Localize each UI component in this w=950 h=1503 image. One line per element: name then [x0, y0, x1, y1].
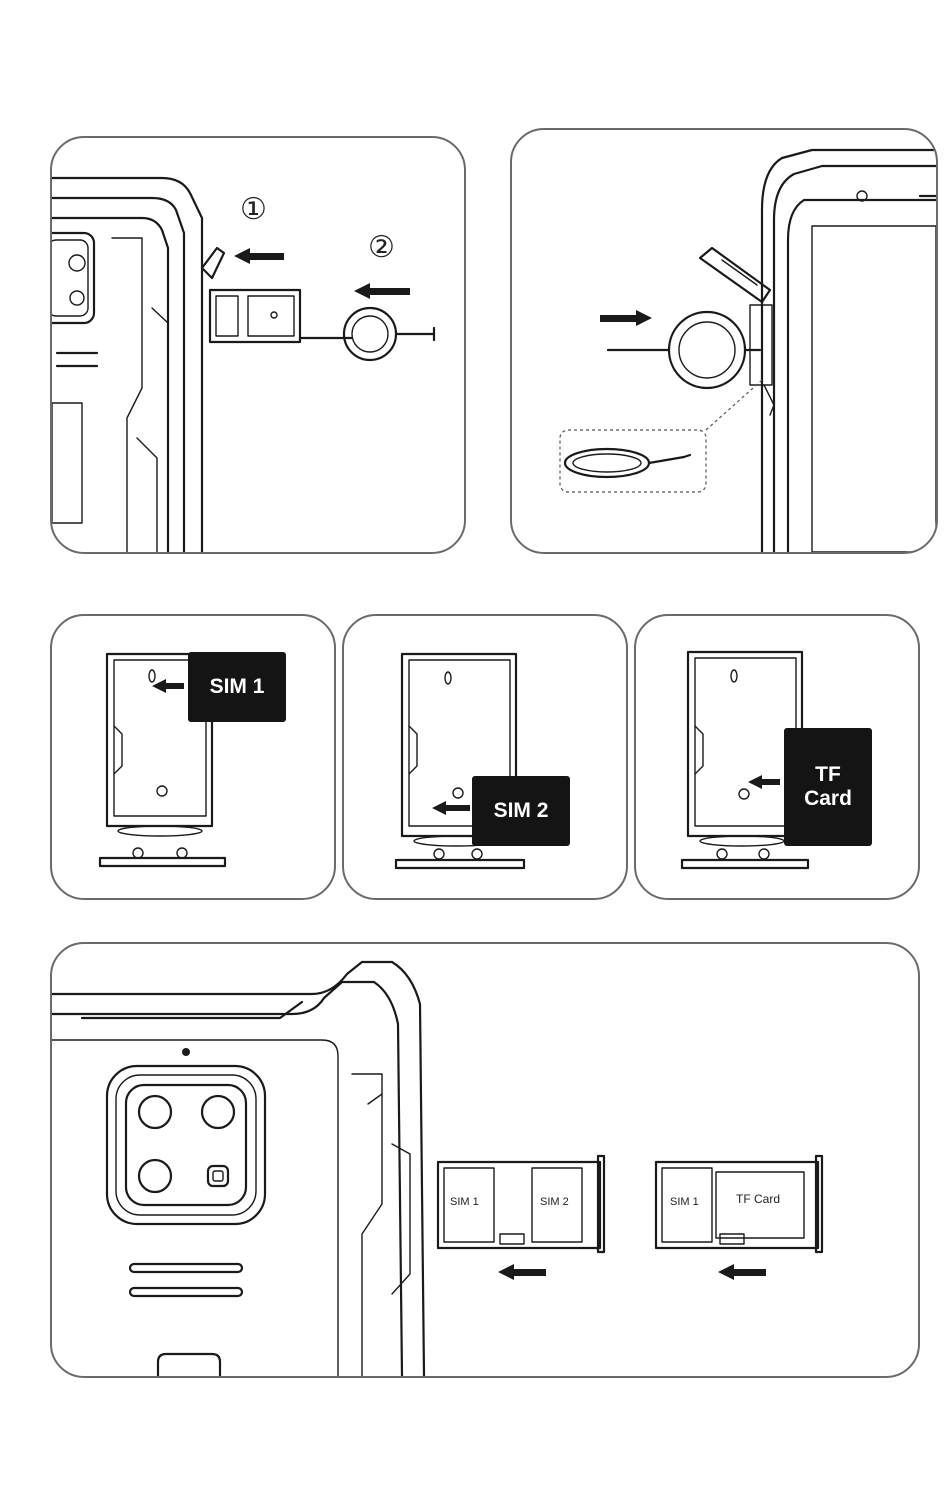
- tf-card: TF Card: [784, 728, 872, 846]
- pin-insertion-illustration: [512, 130, 936, 552]
- sim-tray-icon: [636, 616, 918, 898]
- push-arrow-icon: [498, 1264, 546, 1280]
- sim-tray-icon: [344, 616, 626, 898]
- step-one-label: ①: [240, 192, 267, 227]
- flash-dot: [182, 1048, 190, 1056]
- step-two-label: ②: [368, 230, 395, 265]
- sim2-card: SIM 2: [472, 776, 570, 846]
- push-arrow-icon: [354, 283, 410, 299]
- panel-insert-pin: [510, 128, 938, 554]
- push-arrow-icon: [600, 310, 652, 326]
- tray-b-slot1-label: SIM 1: [670, 1196, 699, 1208]
- sim1-card: SIM 1: [188, 652, 286, 722]
- panel-sim2-placement: SIM 2: [342, 614, 628, 900]
- tf-card-line1: TF: [815, 763, 841, 787]
- camera-lens-icon: [139, 1096, 234, 1192]
- push-arrow-icon: [748, 775, 780, 789]
- push-arrow-icon: [234, 248, 284, 264]
- push-arrow-icon: [432, 801, 470, 815]
- tray-b-slot2-label: TF Card: [736, 1192, 780, 1206]
- push-arrow-icon: [152, 679, 184, 693]
- panel-sim1-placement: SIM 1: [50, 614, 336, 900]
- panel-tf-placement: TF Card: [634, 614, 920, 900]
- panel-insert-tray: SIM 1 SIM 2 SIM 1 TF Card: [50, 942, 920, 1378]
- tf-card-line2: Card: [804, 787, 852, 811]
- panel-eject-tray: ① ②: [50, 136, 466, 554]
- tray-a-slot1-label: SIM 1: [450, 1196, 479, 1208]
- push-arrow-icon: [718, 1264, 766, 1280]
- tray-a-slot2-label: SIM 2: [540, 1196, 569, 1208]
- phone-back-illustration: [52, 944, 918, 1376]
